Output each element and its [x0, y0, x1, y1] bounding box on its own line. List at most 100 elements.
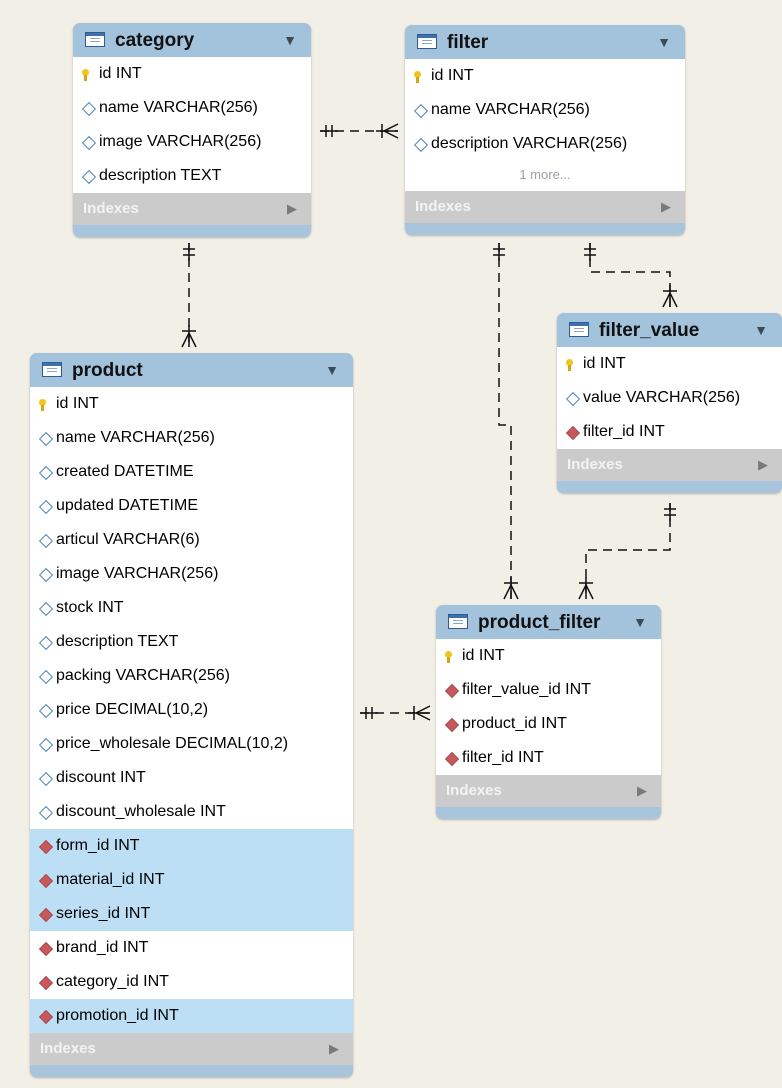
column-row[interactable]: name VARCHAR(256): [30, 421, 353, 455]
table-header[interactable]: filter▼: [405, 25, 685, 59]
table-footer: [30, 1065, 353, 1077]
attribute-diamond-icon: [38, 703, 54, 719]
column-row[interactable]: discount_wholesale INT: [30, 795, 353, 829]
table-filter-value[interactable]: filter_value ▼ id INT value VARCHAR(256) fil…: [557, 313, 782, 493]
table-filter[interactable]: filter▼ id INT name VARCHAR(256)descriptio…: [405, 25, 685, 235]
primary-key-icon: [414, 71, 421, 83]
primary-key-icon: [39, 399, 46, 411]
column-label: image VARCHAR(256): [99, 133, 262, 150]
column-row[interactable]: promotion_id INT: [30, 999, 353, 1033]
expand-arrow-icon[interactable]: ▶: [329, 1041, 339, 1056]
column-row[interactable]: id INT: [405, 59, 685, 93]
chevron-down-icon[interactable]: ▼: [657, 34, 671, 50]
column-row[interactable]: filter_value_id INT: [436, 673, 661, 707]
column-row[interactable]: id INT: [30, 387, 353, 421]
column-row[interactable]: form_id INT: [30, 829, 353, 863]
column-row[interactable]: price DECIMAL(10,2): [30, 693, 353, 727]
column-row[interactable]: description TEXT: [73, 159, 311, 193]
column-label: articul VARCHAR(6): [56, 531, 200, 548]
expand-arrow-icon[interactable]: ▶: [287, 201, 297, 216]
relationship-filter-filter-value: [589, 243, 671, 307]
column-row[interactable]: brand_id INT: [30, 931, 353, 965]
crowfoot-line: [503, 584, 512, 600]
chevron-down-icon[interactable]: ▼: [754, 322, 768, 338]
more-columns-label: 1 more...: [519, 167, 571, 182]
primary-key-icon: [82, 69, 89, 81]
relationship-filter-product-filter: [498, 243, 512, 599]
crowfoot-line: [415, 712, 431, 721]
crowfoot-line: [669, 292, 678, 308]
table-product[interactable]: product▼ id INT name VARCHAR(256) created D…: [30, 353, 353, 1077]
indexes-label: Indexes: [83, 200, 139, 217]
attribute-diamond-icon: [81, 101, 97, 117]
crowfoot-line: [383, 130, 399, 139]
column-row[interactable]: updated DATETIME: [30, 489, 353, 523]
expand-arrow-icon[interactable]: ▶: [758, 457, 768, 472]
column-row[interactable]: value VARCHAR(256): [557, 381, 782, 415]
expand-arrow-icon[interactable]: ▶: [661, 199, 671, 214]
column-row[interactable]: series_id INT: [30, 897, 353, 931]
column-row[interactable]: id INT: [436, 639, 661, 673]
attribute-diamond-icon: [413, 103, 429, 119]
column-label: description TEXT: [99, 167, 222, 184]
table-header[interactable]: filter_value ▼: [557, 313, 782, 347]
column-row[interactable]: image VARCHAR(256): [73, 125, 311, 159]
indexes-bar[interactable]: Indexes▶: [436, 775, 661, 807]
column-label: value VARCHAR(256): [583, 389, 741, 406]
column-label: id INT: [583, 355, 626, 372]
column-row[interactable]: image VARCHAR(256): [30, 557, 353, 591]
table-category[interactable]: category▼id INT name VARCHAR(256) image VA…: [73, 23, 311, 237]
indexes-bar[interactable]: Indexes ▶: [73, 193, 311, 225]
crowfoot-line: [662, 292, 671, 308]
column-row[interactable]: stock INT: [30, 591, 353, 625]
table-footer: [405, 223, 685, 235]
column-row[interactable]: description VARCHAR(256): [405, 127, 685, 161]
table-header[interactable]: category▼: [73, 23, 311, 57]
column-row[interactable]: discount INT: [30, 761, 353, 795]
column-label: promotion_id INT: [56, 1007, 179, 1024]
expand-arrow-icon[interactable]: ▶: [637, 783, 647, 798]
column-row[interactable]: name VARCHAR(256): [405, 93, 685, 127]
column-row[interactable]: id INT: [73, 57, 311, 91]
column-row[interactable]: price_wholesale DECIMAL(10,2): [30, 727, 353, 761]
column-row[interactable]: description TEXT: [30, 625, 353, 659]
column-row[interactable]: filter_id INT: [557, 415, 782, 449]
chevron-down-icon[interactable]: ▼: [283, 32, 297, 48]
crowfoot-line: [510, 584, 519, 600]
indexes-bar[interactable]: Indexes▶: [405, 191, 685, 223]
column-row[interactable]: packing VARCHAR(256): [30, 659, 353, 693]
table-header[interactable]: product_filter▼: [436, 605, 661, 639]
column-label: price_wholesale DECIMAL(10,2): [56, 735, 289, 752]
crowfoot-line: [415, 705, 431, 714]
column-row[interactable]: articul VARCHAR(6): [30, 523, 353, 557]
indexes-label: Indexes: [40, 1040, 96, 1057]
table-title: filter_value: [599, 320, 700, 341]
column-label: price DECIMAL(10,2): [56, 701, 209, 718]
column-label: name VARCHAR(256): [99, 99, 258, 116]
attribute-diamond-icon: [38, 465, 54, 481]
column-row[interactable]: created DATETIME: [30, 455, 353, 489]
more-columns-link[interactable]: 1 more...: [405, 161, 685, 191]
column-label: discount_wholesale INT: [56, 803, 226, 820]
column-row[interactable]: id INT: [557, 347, 782, 381]
table-header[interactable]: product▼: [30, 353, 353, 387]
column-row[interactable]: category_id INT: [30, 965, 353, 999]
column-row[interactable]: name VARCHAR(256): [73, 91, 311, 125]
column-label: material_id INT: [56, 871, 165, 888]
column-row[interactable]: product_id INT: [436, 707, 661, 741]
attribute-diamond-icon: [81, 135, 97, 151]
column-row[interactable]: filter_id INT: [436, 741, 661, 775]
column-label: id INT: [56, 395, 99, 412]
primary-key-icon: [566, 359, 573, 371]
column-label: id INT: [431, 67, 474, 84]
column-label: name VARCHAR(256): [56, 429, 215, 446]
column-row[interactable]: material_id INT: [30, 863, 353, 897]
chevron-down-icon[interactable]: ▼: [633, 614, 647, 630]
column-label: image VARCHAR(256): [56, 565, 219, 582]
attribute-diamond-icon: [38, 737, 54, 753]
indexes-bar[interactable]: Indexes▶: [557, 449, 782, 481]
chevron-down-icon[interactable]: ▼: [325, 362, 339, 378]
indexes-bar[interactable]: Indexes ▶: [30, 1033, 353, 1065]
